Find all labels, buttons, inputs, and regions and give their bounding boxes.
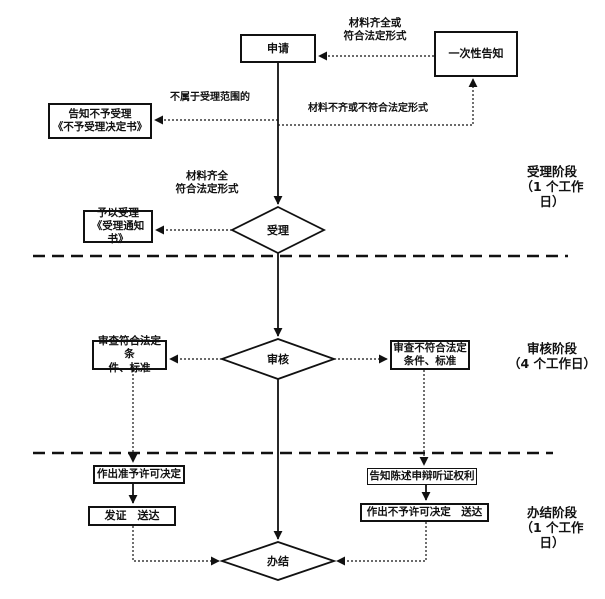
accept-diamond-label: 受理 [267,224,289,237]
deny-deliver-box: 作出不予许可决定 送达 [360,503,489,522]
review-diamond-shape [219,338,337,380]
phase-label-completion-stage: 办结阶段 （1 个工作 日） [520,505,584,550]
edge-branch-to-notice [278,78,478,126]
edge-label-materials-complete-mid: 材料齐全 符合法定形式 [175,170,239,196]
phase-label-acceptance-stage: 受理阶段 （1 个工作 日） [520,164,584,209]
grant-decision-box: 作出准予许可决定 [93,465,185,484]
edge-issue-to-complete [132,526,220,566]
edge-label-materials-complete-top: 材料齐全或 符合法定形式 [343,17,407,43]
review-fail-box: 审查不符合法定 条件、标准 [390,340,470,370]
inform-rights-box: 告知陈述申辩听证权利 [367,468,477,485]
accept-notice-box: 予以受理 《受理通知书》 [83,207,153,245]
edge-deny-to-complete [336,522,427,566]
reject-notice-box: 告知不予受理 《不予受理决定书》 [48,103,152,139]
edge-label-out-of-scope: 不属于受理范围的 [170,92,250,103]
edge-label-materials-incomplete: 材料不齐或不符合法定形式 [308,103,428,114]
issue-deliver-box: 发证 送达 [88,506,176,526]
complete-diamond-shape [219,541,337,581]
complete-diamond-label: 办结 [267,555,289,568]
phase-label-review-stage: 审核阶段 （4 个工作日） [507,341,597,371]
accept-diamond-shape [229,205,327,255]
review-diamond-label: 审核 [267,353,289,366]
review-pass-box: 审查符合法定条 件、标准 [92,335,167,374]
apply-box: 申请 [240,34,316,63]
one-time-notice-box: 一次性告知 [434,31,518,77]
